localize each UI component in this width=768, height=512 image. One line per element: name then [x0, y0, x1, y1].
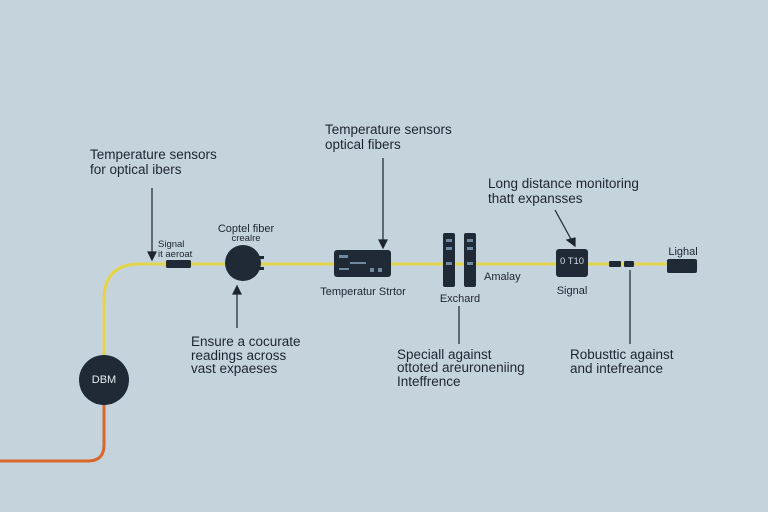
signal-display-label: Signal [556, 285, 588, 297]
arrowhead-top-center [378, 239, 388, 250]
signal-box-label: Signal [158, 239, 185, 250]
annotation-line: for optical ibers [90, 162, 182, 177]
annotation-line: thatt expansses [488, 191, 583, 206]
annotation-line: Speciall against [397, 347, 492, 362]
optical-fiber-label: Coptel fiber [217, 223, 275, 235]
temperature-sensor-label: Temperatur Strtor [320, 286, 406, 298]
signal-display-screen: 0 T10 [559, 256, 585, 267]
annotation-line: Temperature sensors [325, 122, 452, 137]
leader-top-right [554, 209, 573, 242]
exchange-label: Exchard [439, 293, 481, 305]
temperature-sensor-device [334, 250, 391, 277]
annotation-line: optical fibers [325, 137, 401, 152]
light-output-device [667, 259, 697, 273]
annotation-line: Inteffrence [397, 374, 461, 389]
origin-node-label: DBM [91, 374, 117, 386]
annotation-line: vast expaeses [191, 361, 278, 376]
signal-box-sublabel: it aeroat [158, 249, 193, 260]
signal-box [166, 260, 191, 268]
optical-fiber-node [225, 245, 264, 281]
annotation-line: Temperature sensors [90, 147, 217, 162]
origin-node [79, 355, 129, 405]
annotation-line: ottoted areuroneniing [397, 360, 525, 375]
arrowhead-bottom-left [232, 284, 242, 295]
connector-block-right [624, 261, 634, 267]
exchange-pair [443, 233, 476, 287]
annotation-line: and intefreance [570, 361, 664, 376]
signal-display-device [556, 249, 588, 277]
orange-fiber-line [0, 405, 106, 463]
annotation-line: Robusttic against [570, 347, 674, 362]
annotation-line: Ensure a cocurate [191, 334, 301, 349]
annotation-line: Long distance monitoring [488, 176, 639, 191]
connector-block-left [609, 261, 621, 267]
optical-fiber-sublabel: crealre [231, 233, 261, 244]
arrowhead-top-right [565, 237, 576, 248]
annotation-line: readings across [191, 348, 287, 363]
yellow-fiber-line [102, 262, 696, 355]
analyzer-label: Amalay [484, 271, 521, 283]
arrowhead-top-left [147, 251, 157, 262]
light-output-label: Lighal [668, 246, 698, 258]
